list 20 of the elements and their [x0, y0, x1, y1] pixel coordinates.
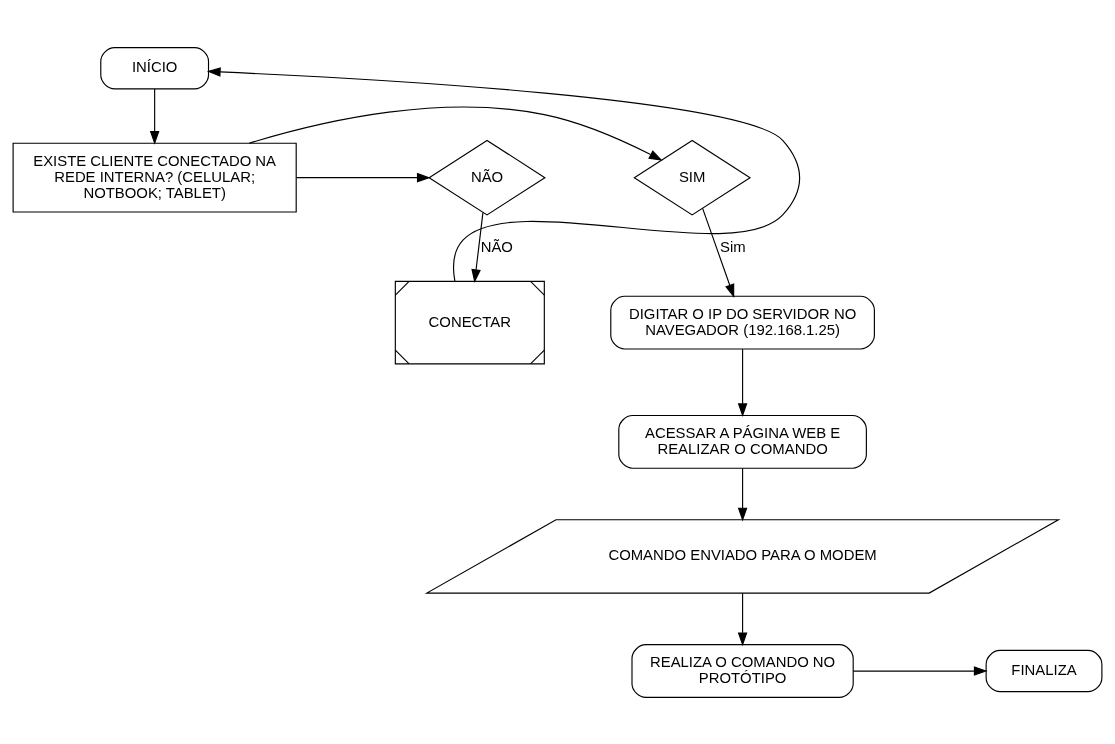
node-box: ACESSAR A PÁGINA WEB E REALIZAR O COMANDO	[618, 414, 867, 469]
edge-label: Sim	[720, 238, 746, 255]
node-box: FINALIZA	[985, 649, 1103, 692]
arrow	[149, 87, 160, 145]
arrow	[471, 211, 484, 283]
arrow	[737, 467, 748, 521]
node-box: INÍCIO	[100, 46, 210, 89]
node-box: REALIZA O COMANDO NO PROTÓTIPO	[631, 643, 854, 698]
node-box: EXISTE CLIENTE CONECTADO NA REDE INTERNA? (CELULAR; NOTBOOK; TABLET)	[12, 142, 297, 213]
arrow	[206, 66, 800, 282]
arrow	[702, 207, 735, 298]
arrow	[737, 592, 748, 646]
arrow	[295, 172, 431, 182]
node-diamond: NÃO	[428, 139, 546, 216]
arrow	[248, 105, 663, 161]
edge-label: NÃO	[480, 238, 513, 255]
node-diamond: SIM	[633, 139, 752, 216]
arrow	[852, 665, 988, 676]
arrow	[737, 348, 748, 417]
node-box: DIGITAR O IP DO SERVIDOR NO NAVEGADOR (192.168.1.25)	[610, 295, 875, 350]
